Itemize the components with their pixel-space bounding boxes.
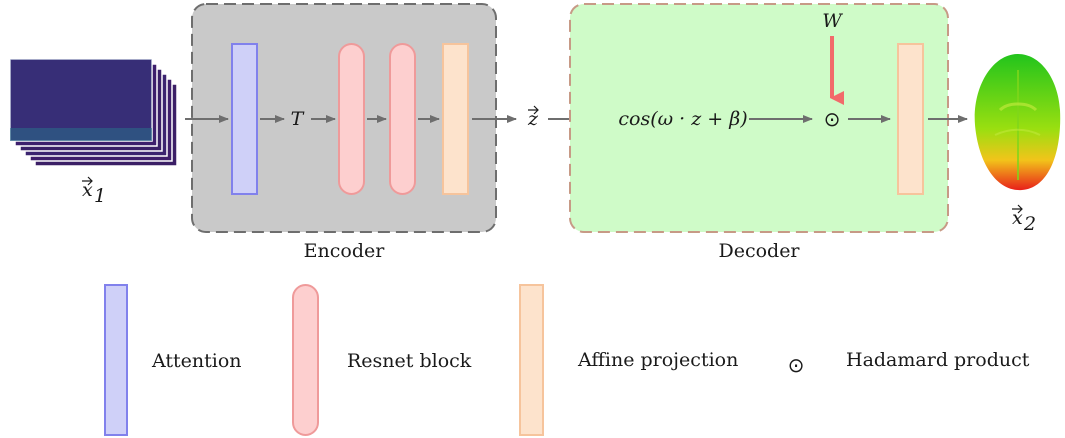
legend-affine-swatch xyxy=(519,284,544,436)
input-subscript: 1 xyxy=(94,185,106,207)
latent-symbol: z xyxy=(527,108,539,130)
resnet-block-2 xyxy=(389,43,416,195)
vector-arrow-icon xyxy=(528,105,539,115)
transpose-symbol: T xyxy=(291,108,305,130)
legend-resnet-swatch xyxy=(292,284,319,436)
legend-affine-label: Affine projection xyxy=(577,349,738,371)
legend-attention-label: Attention xyxy=(151,350,242,372)
input-symbol: x xyxy=(82,179,93,201)
vector-arrow-icon xyxy=(82,176,93,186)
attention-block xyxy=(231,43,258,195)
output-symbol: x xyxy=(1012,207,1023,229)
output-brain-map xyxy=(974,54,1061,191)
encoder-title: Encoder xyxy=(304,240,386,262)
legend-attention-swatch xyxy=(104,284,128,436)
input-spectrogram-stack xyxy=(9,58,178,167)
latent-label: z xyxy=(527,105,539,130)
vector-arrow-icon xyxy=(1012,204,1023,214)
input-label: x 1 xyxy=(82,176,106,207)
output-label: x 2 xyxy=(1012,204,1036,235)
legend-hadamard-symbol: ⊙ xyxy=(788,353,805,377)
output-subscript: 2 xyxy=(1023,213,1036,235)
legend: Attention Resnet block Affine projection… xyxy=(104,284,1030,436)
legend-resnet-label: Resnet block xyxy=(347,350,472,372)
weight-symbol: W xyxy=(822,10,843,32)
legend-hadamard-label: Hadamard product xyxy=(846,349,1030,371)
decoder-title: Decoder xyxy=(718,240,800,262)
decoder-expression: cos(ω · z + β) xyxy=(618,108,747,130)
hadamard-operator: ⊙ xyxy=(824,107,841,131)
affine-block-encoder xyxy=(442,43,469,195)
affine-block-decoder xyxy=(897,43,924,195)
resnet-block-1 xyxy=(338,43,365,195)
